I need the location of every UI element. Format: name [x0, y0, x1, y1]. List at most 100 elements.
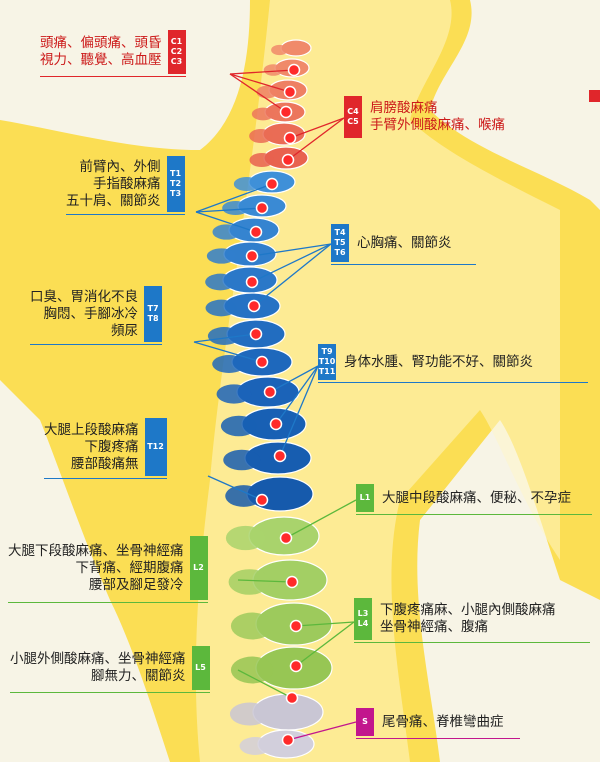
label-l3-l4: L3 L4 下腹疼痛麻、小腿內側酸麻痛 坐骨神經痛、腹痛 [354, 598, 590, 643]
vertebra-process-11 [205, 273, 236, 291]
label-t12-line-2: 下腹疼痛 [84, 438, 139, 455]
tag-t5: T5 [334, 238, 346, 247]
tag-l1: L1 [356, 484, 374, 512]
tag-s: S [356, 708, 374, 736]
tag-t6: T6 [334, 248, 346, 257]
tag-t4: T4 [334, 228, 346, 237]
tag-t9: T9 [321, 347, 333, 356]
connector-line-18 [285, 499, 357, 539]
vertebra-process-4 [251, 107, 275, 121]
label-t4-t6-line-1: 心胸痛、關節炎 [357, 234, 452, 251]
nerve-dot-18 [279, 531, 293, 545]
tag-l4: L4 [357, 619, 369, 628]
label-t1-t3-line-1: 前臂內、外側 [79, 158, 161, 175]
connector-line-3 [229, 73, 287, 113]
connector-line-23 [287, 721, 357, 741]
vertebra-process-12 [205, 299, 237, 317]
tag-c2: C2 [170, 47, 183, 56]
label-c1-c3-line-1: 頭痛、偏頭痛、頭昏 [40, 35, 162, 51]
nerve-dot-10 [245, 275, 259, 289]
connector-line-6 [195, 183, 273, 213]
tag-t7: T7 [147, 304, 159, 313]
label-l2-line-3: 腰部及腳足發冷 [89, 576, 184, 593]
tag-t7-t8: T7 T8 [144, 286, 162, 342]
right-edge-tab [589, 90, 600, 102]
vertebra-process-10 [206, 248, 236, 264]
connector-line-11 [253, 243, 332, 307]
tag-c3: C3 [170, 57, 183, 66]
connector-line-1 [229, 69, 295, 75]
vertebra-process-17 [223, 449, 261, 471]
nerve-dot-11 [247, 299, 261, 313]
connector-line-4 [289, 117, 345, 139]
label-t7-t8-line-3: 頻尿 [111, 322, 138, 339]
vertebra-process-2 [263, 64, 283, 76]
label-l3-l4-line-1: 下腹疼痛麻、小腿內側酸麻痛 [380, 602, 556, 618]
tag-c5: C5 [347, 117, 359, 126]
label-t9-t11: T9 T10 T11 身体水腫、腎功能不好、關節炎 [318, 344, 588, 383]
tag-t4-t6: T4 T5 T6 [331, 224, 349, 262]
nerve-dot-8 [249, 225, 263, 239]
tag-t3: T3 [169, 189, 182, 198]
label-t4-t6: T4 T5 T6 心胸痛、關節炎 [331, 224, 476, 265]
label-t1-t3-line-2: 手指酸麻痛 [93, 175, 161, 192]
tag-l5: L5 [191, 646, 210, 690]
connector-line-22 [237, 669, 293, 699]
nerve-dot-6 [265, 177, 279, 191]
connector-line-9 [251, 243, 332, 257]
tag-t2: T2 [169, 179, 182, 188]
label-l1: L1 大腿中段酸麻痛、便秘、不孕症 [356, 484, 592, 515]
tag-t12: T12 [144, 418, 167, 476]
label-c4-c5: C4 C5 肩膀酸麻痛 手臂外側酸麻痛、喉痛 [344, 96, 505, 138]
tag-t1: T1 [169, 169, 182, 178]
vertebra-process-18 [225, 485, 263, 507]
tag-l3-l4: L3 L4 [354, 598, 372, 640]
label-t7-t8: 口臭、胃消化不良 胸悶、手腳冰冷 頻尿 T7 T8 [30, 286, 162, 345]
connector-lines [193, 69, 357, 741]
label-c4-c5-line-1: 肩膀酸麻痛 [370, 100, 438, 116]
vertebra-process-13 [207, 327, 241, 345]
label-t1-t3: 前臂內、外側 手指酸麻痛 五十肩、關節炎 T1 T2 T3 [66, 156, 185, 215]
tag-t12-text: T12 [147, 442, 164, 451]
vertebra-process-7 [233, 176, 260, 192]
connector-line-5 [287, 117, 345, 161]
tag-t9-t11: T9 T10 T11 [318, 344, 336, 380]
connector-line-10 [251, 243, 332, 283]
tag-t10: T10 [318, 357, 336, 366]
label-t9-t11-line-1: 身体水腫、腎功能不好、關節炎 [344, 353, 533, 370]
vertebra-process-15 [216, 384, 252, 404]
tag-l5-text: L5 [195, 663, 206, 672]
nerve-dot-4 [283, 131, 297, 145]
label-c4-c5-line-2: 手臂外側酸麻痛、喉痛 [370, 117, 505, 133]
label-l5: 小腿外側酸麻痛、坐骨神經痛 腳無力、關節炎 L5 [10, 646, 210, 693]
label-c1-c3: 頭痛、偏頭痛、頭昏 視力、聽覺、高血壓 C1 C2 C3 [40, 30, 186, 77]
tag-s-text: S [362, 717, 368, 726]
connector-line-14 [269, 365, 319, 393]
vertebra-process-6 [249, 152, 275, 168]
nerve-dots [245, 63, 303, 747]
label-s-line-1: 尾骨痛、脊椎彎曲症 [382, 713, 504, 730]
label-l2: 大腿下段酸麻痛、坐骨神經痛 下背痛、經期腹痛 腰部及腳足發冷 L2 [8, 536, 208, 603]
connector-line-20 [295, 621, 355, 627]
nerve-dot-13 [255, 355, 269, 369]
nerve-dot-14 [263, 385, 277, 399]
nerve-dot-22 [285, 691, 299, 705]
vertebra-process-19 [225, 525, 266, 551]
nerve-dot-15 [269, 417, 283, 431]
label-l3-l4-line-2: 坐骨神經痛、腹痛 [380, 619, 488, 635]
vertebra-process-9 [212, 224, 241, 240]
tag-c1: C1 [170, 37, 183, 46]
tag-t11: T11 [318, 367, 336, 376]
connector-line-13 [193, 341, 263, 363]
connector-line-2 [229, 73, 291, 93]
label-t12: 大腿上段酸麻痛 下腹疼痛 腰部酸痛無 T12 [44, 418, 167, 479]
connector-line-19 [237, 579, 293, 583]
tag-l2: L2 [189, 536, 208, 600]
label-c1-c3-line-2: 視力、聽覺、高血壓 [40, 52, 162, 68]
tag-l3: L3 [357, 609, 369, 618]
label-t7-t8-line-1: 口臭、胃消化不良 [30, 288, 138, 305]
nerve-dot-1 [287, 63, 301, 77]
connector-line-15 [275, 365, 319, 425]
connector-line-21 [295, 621, 355, 667]
